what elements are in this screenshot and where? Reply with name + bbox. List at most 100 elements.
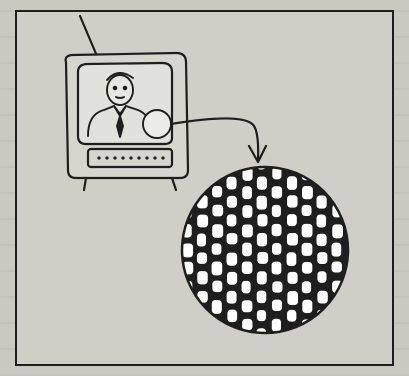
tv-leg-left [84,178,86,190]
pixel-cell [197,328,207,342]
pixel-cell [302,205,312,216]
pixel-cell [242,281,251,293]
pixel-cell [242,262,253,274]
pixel-cell [227,157,237,171]
pixel-cell [272,186,282,198]
pixel-cell [317,234,327,246]
pixel-cell [347,157,357,171]
pixel-cell [347,177,357,189]
pixel-cell [227,177,237,190]
anchor-head [107,75,133,105]
pixel-cell [182,319,192,332]
pixel-cell [227,310,237,323]
pixel-cell [317,347,327,359]
pixel-cell [212,186,222,197]
pixel-cell [272,300,282,311]
pixel-cell [197,348,208,361]
pixel-cell [182,338,192,351]
pixel-cell [332,148,342,162]
pixel-cell [182,300,193,311]
pixel-cell [347,271,356,282]
anchor-eye-left [114,87,117,90]
pixel-cell [317,329,328,341]
pixel-grid-magnifier-icon [182,148,373,361]
tv-control-dot [153,156,156,159]
pixel-cell [302,148,312,162]
pixel-cell [272,319,281,332]
pixel-cell [242,243,252,257]
pixel-cell [302,262,312,274]
pixel-cell [212,338,221,352]
pixel-cell [302,338,313,351]
pixel-cell [272,224,282,236]
pixel-cell [257,291,267,304]
pixel-cell [197,233,206,246]
tv-leg-right [172,178,176,190]
pixel-cell [227,196,237,208]
pixel-cell [362,205,372,219]
anchor-mouth [116,97,124,98]
pixel-cell [362,262,371,273]
pixel-cell [257,328,266,341]
pixel-cell [332,262,342,273]
pixel-cell [257,177,267,190]
pixel-cell [272,262,282,275]
pixel-cell [362,300,373,313]
tv-control-dot [129,156,132,159]
pixel-cell [227,291,237,304]
pixel-cell [332,300,342,313]
pixel-cell [362,186,373,199]
pixel-cell [287,348,297,361]
pixel-cell [212,281,222,293]
tv-control-dot [97,156,100,159]
pixel-cell [302,300,312,313]
pixel-cell [227,233,238,244]
pixel-cell [317,252,327,264]
pixel-cell [347,214,357,227]
pixel-cell [347,329,356,341]
tv-control-dot [145,156,148,159]
pixel-cell [287,157,296,169]
pixel-cell [242,205,252,218]
tv-control-dot [137,156,140,159]
pixel-cell [362,167,372,180]
pixel-cell [272,205,281,217]
pixel-cell [242,186,252,199]
pixel-cell [197,252,207,263]
pixel-cell [227,253,238,266]
tv-control-dot [113,156,116,159]
pixel-cell [272,148,282,161]
pixel-cell [332,319,343,331]
pixel-cell [332,224,343,238]
pixel-cell [287,291,298,305]
pixel-cell [317,195,327,208]
pixel-cell [212,300,222,314]
pixel-cell [197,310,206,321]
pixel-cell [197,271,207,284]
pixel-cell [302,281,311,293]
pixel-cell [362,338,372,349]
pixel-cell [317,158,326,170]
pixel-cell [347,347,358,359]
pixel-cell [212,262,223,276]
tv-antenna [80,16,97,56]
pixel-cell [242,319,252,330]
pixel-cell [242,224,253,237]
pixel-cell [287,252,297,266]
pixel-cell [212,243,222,254]
pixel-cell [182,186,192,199]
pixel-cell [287,195,298,207]
pixel-cell [257,233,267,246]
pixel-cell [332,338,341,351]
pixel-cell [257,214,267,226]
pixel-cell [347,310,357,323]
tv-control-dot [105,156,108,159]
pixel-cell [257,310,266,321]
pixel-cell [212,167,222,180]
pixel-cell [197,215,208,228]
pixel-cell [257,271,267,284]
pixel-cell [287,176,297,190]
pixel-cell [302,186,313,199]
pixel-cell [287,214,297,226]
